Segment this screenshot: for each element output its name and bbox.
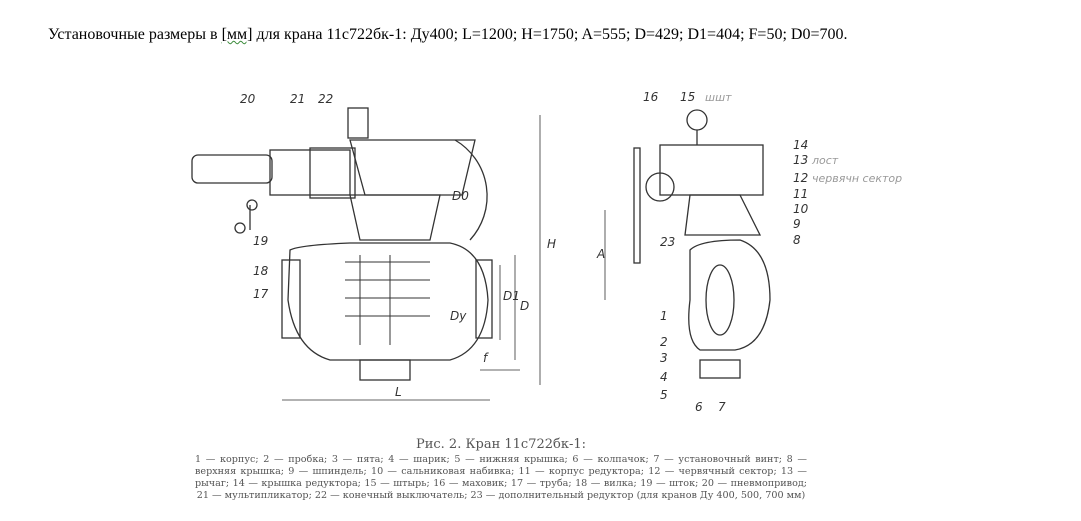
label-4: 4 xyxy=(660,370,668,384)
dim-L: L xyxy=(395,385,402,399)
label-20: 20 xyxy=(240,92,256,106)
label-1: 1 xyxy=(660,309,668,323)
label-9: 9 xyxy=(793,217,801,231)
caption-title: Рис. 2. Кран 11с722бк-1: xyxy=(415,437,587,452)
label-5: 5 xyxy=(660,388,668,402)
front-view xyxy=(191,107,541,401)
label-19: 19 xyxy=(253,234,268,248)
caption-legend: 1 — корпус; 2 — пробка; 3 — пята; 4 — ша… xyxy=(195,454,807,501)
label-11: 11 xyxy=(793,187,808,201)
heading-unit: [мм] xyxy=(221,26,253,43)
label-23: 23 xyxy=(660,235,675,249)
heading-suffix: для крана 11с722бк-1: Ду400; L=1200; H=1… xyxy=(252,26,848,43)
label-15: 15 xyxy=(680,90,695,104)
label-6: 6 xyxy=(695,400,703,414)
handwritten-note-12: червячн сектор xyxy=(812,172,902,185)
label-14: 14 xyxy=(793,138,808,152)
label-18: 18 xyxy=(253,264,269,278)
label-22: 22 xyxy=(318,92,333,106)
dim-D: D xyxy=(520,299,529,313)
dim-f: f xyxy=(483,351,489,365)
label-3: 3 xyxy=(660,351,668,365)
document-heading: Установочные размеры в [мм] для крана 11… xyxy=(48,26,847,44)
figure-caption: Рис. 2. Кран 11с722бк-1: 1 — корпус; 2 —… xyxy=(195,437,807,502)
heading-prefix: Установочные размеры в xyxy=(48,26,222,43)
dim-A: A xyxy=(596,247,605,261)
label-10: 10 xyxy=(793,202,809,216)
label-21: 21 xyxy=(290,92,305,106)
label-8: 8 xyxy=(793,233,801,247)
handwritten-note-13: лост xyxy=(811,154,839,167)
label-13: 13 xyxy=(793,153,808,167)
dim-Dy: Dy xyxy=(450,309,467,323)
label-2: 2 xyxy=(660,335,668,349)
label-16: 16 xyxy=(643,90,659,104)
dim-D1: D1 xyxy=(503,289,520,303)
label-7: 7 xyxy=(718,400,726,414)
handwritten-note-15: шшт xyxy=(705,91,732,104)
side-view xyxy=(604,109,771,379)
label-12: 12 xyxy=(793,171,808,185)
dim-D0: D0 xyxy=(452,189,469,203)
dim-H: H xyxy=(547,237,556,251)
label-17: 17 xyxy=(253,287,269,301)
